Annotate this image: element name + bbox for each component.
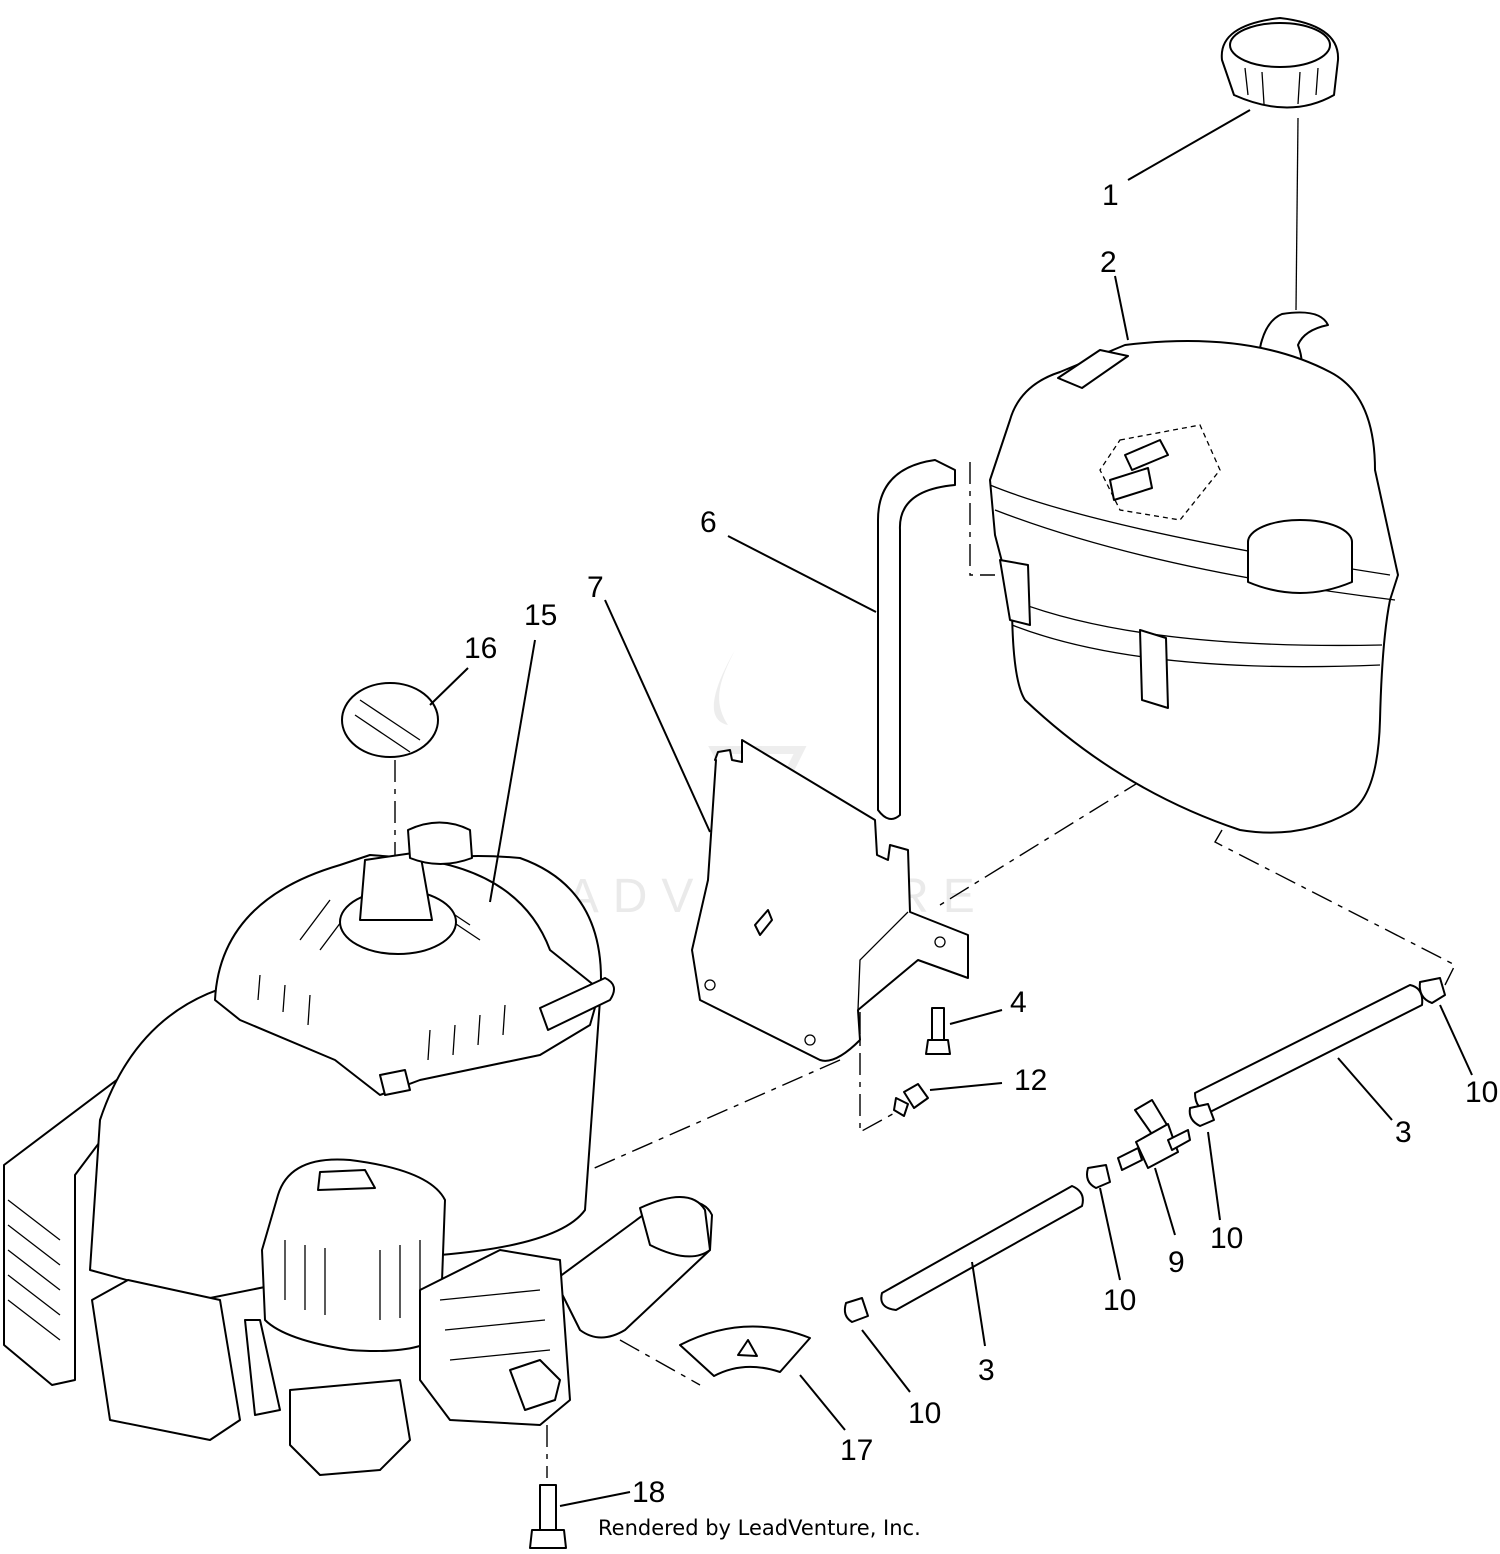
callout-12: 12: [1014, 1064, 1047, 1097]
callout-15: 15: [524, 599, 557, 632]
fuel-tank: [989, 340, 1399, 834]
footer-credit: Rendered by LeadVenture, Inc.: [598, 1516, 921, 1540]
bolt-18: [529, 1484, 567, 1549]
callout-4: 4: [1010, 986, 1027, 1019]
callout-18: 18: [632, 1476, 665, 1509]
callout-3-lower: 3: [978, 1354, 995, 1387]
heat-shield-bracket: [691, 739, 969, 1062]
callout-9: 9: [1168, 1246, 1185, 1279]
callout-7: 7: [587, 571, 604, 604]
leader-lines: [429, 109, 1473, 1507]
callout-10-left: 10: [908, 1397, 941, 1430]
callout-2: 2: [1100, 246, 1117, 279]
bolt-4: [925, 1007, 951, 1055]
callout-3-upper: 3: [1395, 1116, 1412, 1149]
callout-10-valve: 10: [1210, 1222, 1243, 1255]
fuel-line-lower: [880, 1185, 1084, 1311]
decal-16: [341, 682, 439, 758]
callout-6: 6: [700, 506, 717, 539]
callout-1: 1: [1102, 179, 1119, 212]
warning-decal: [679, 1325, 811, 1377]
engine: [3, 821, 713, 1476]
callout-17: 17: [840, 1434, 873, 1467]
fuel-line-upper: [1194, 984, 1424, 1113]
shutoff-valve: [1117, 1099, 1191, 1171]
callout-10-right: 10: [1465, 1076, 1498, 1109]
hose-clamp: [843, 977, 1446, 1323]
callout-16: 16: [464, 632, 497, 665]
fuel-cap: [1220, 17, 1340, 381]
vent-hose: [877, 459, 956, 820]
callout-10-mid: 10: [1103, 1284, 1136, 1317]
fitting-12: [893, 1083, 929, 1117]
